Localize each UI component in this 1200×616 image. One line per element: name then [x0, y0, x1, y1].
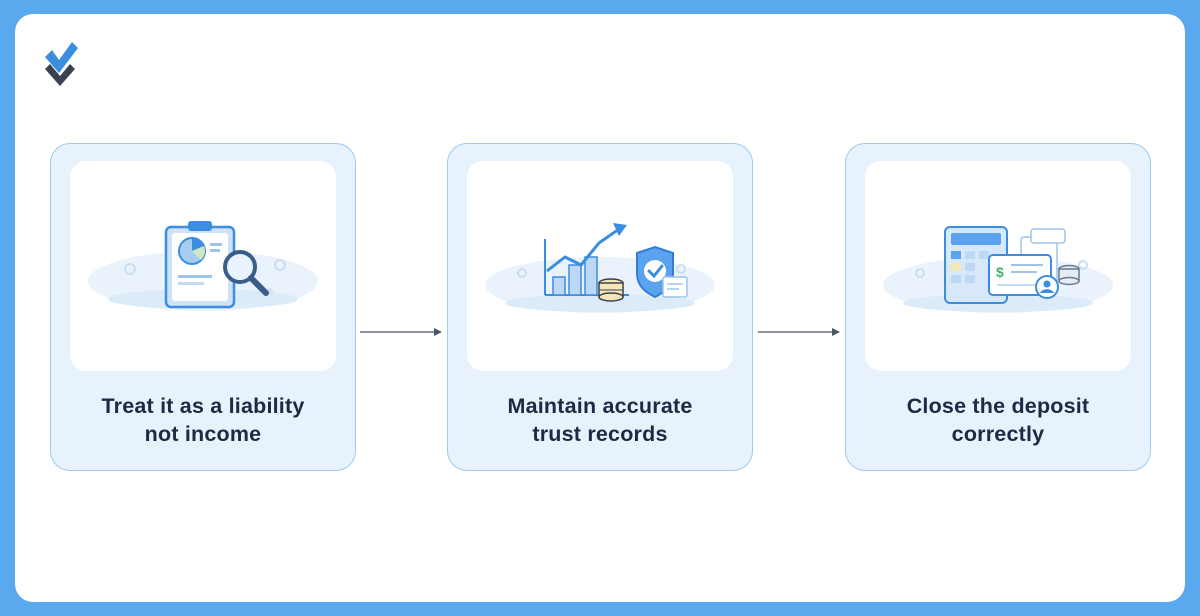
x-check-logo — [45, 42, 78, 86]
clipboard-chart-magnifier-icon — [88, 221, 318, 311]
step-1-label: Treat it as a liability not income — [101, 394, 305, 446]
step-3-label: Close the deposit correctly — [906, 394, 1090, 446]
flow-arrow-1 — [360, 328, 442, 336]
svg-text:$: $ — [996, 264, 1004, 280]
step-card-1: Treat it as a liability not income — [50, 143, 356, 471]
step-2-illustration-panel — [467, 161, 733, 371]
step-card-3: $ Close the deposit correctly — [845, 143, 1151, 471]
flow-arrow-2 — [758, 328, 840, 336]
step-3-illustration-panel: $ — [865, 161, 1131, 371]
step-1-illustration-panel — [70, 161, 336, 371]
growth-chart-shield-icon — [485, 223, 715, 313]
step-card-2: Maintain accurate trust records — [447, 143, 753, 471]
step-2-label: Maintain accurate trust records — [507, 394, 693, 446]
calculator-documents-icon: $ — [883, 226, 1113, 313]
